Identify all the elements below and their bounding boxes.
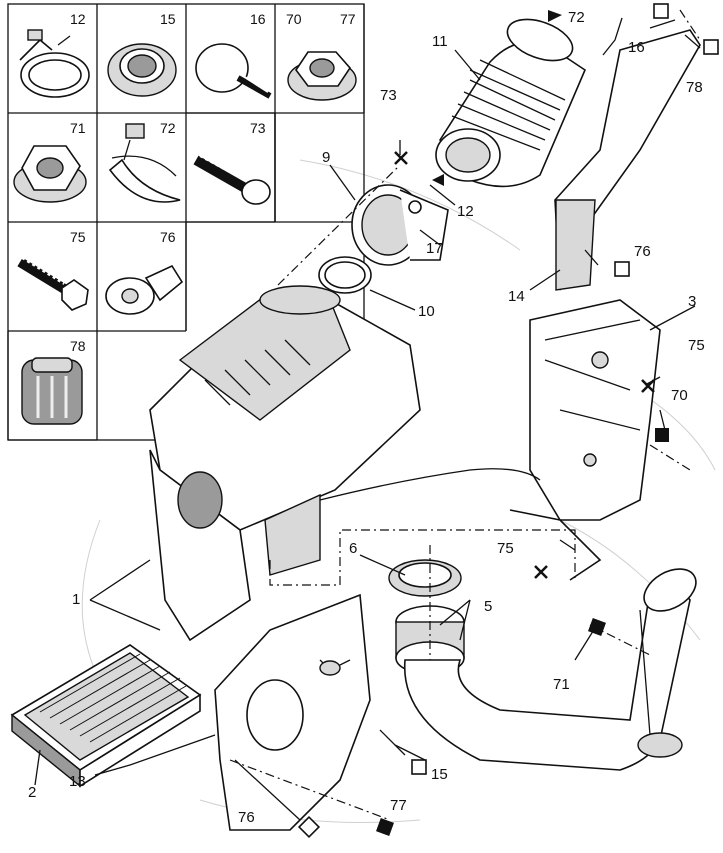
intake-bellows-hose: [435, 18, 586, 188]
legend-label-16: 16: [250, 11, 266, 27]
legend-label-70: 70: [286, 11, 302, 27]
legend-label-15: 15: [160, 11, 176, 27]
heat-shield-panel: [554, 29, 701, 291]
clamp-with-tab-icon: [108, 123, 181, 203]
legend-label-76: 76: [160, 229, 176, 245]
callout-14: 14: [508, 288, 525, 305]
callout-75-upper: 75: [688, 337, 705, 354]
callout-3: 3: [688, 293, 696, 310]
callout-12: 12: [457, 203, 474, 220]
callout-1: 1: [72, 591, 80, 608]
callout-17: 17: [426, 240, 443, 257]
callout-2: 2: [28, 784, 36, 801]
callout-73: 73: [380, 87, 397, 104]
callout-70: 70: [671, 387, 688, 404]
legend-label-71: 71: [70, 120, 86, 136]
marker-16-square: [653, 3, 669, 19]
plastic-rivet-icon: [105, 264, 184, 315]
grommet-icon: [107, 43, 177, 97]
legend-label-72: 72: [160, 120, 176, 136]
callout-72: 72: [568, 9, 585, 26]
marker-75-cross: [641, 379, 655, 393]
hex-nut-icon: [13, 145, 87, 203]
callout-78: 78: [686, 79, 703, 96]
marker-71-solid: [588, 618, 606, 636]
marker-73-cross: [394, 151, 408, 165]
callout-9: 9: [322, 149, 330, 166]
callout-75-lower: 75: [497, 540, 514, 557]
duct-gasket: [388, 559, 462, 597]
callout-6: 6: [349, 540, 357, 557]
marker-76-square: [614, 261, 630, 277]
marker-75b-cross: [534, 565, 548, 579]
callout-76-lower: 76: [238, 809, 255, 826]
flange-nut-icon: [287, 51, 357, 101]
lower-shield-plate: [214, 593, 371, 831]
air-cleaner-housing: [149, 285, 421, 642]
legend-label-12: 12: [70, 11, 86, 27]
hex-bolt-icon: [17, 257, 89, 311]
legend-label-73: 73: [250, 120, 266, 136]
legend-label-77: 77: [340, 11, 356, 27]
breather-hose: [319, 468, 541, 501]
marker-12-triangle: [432, 174, 444, 186]
plug-cap-icon: [21, 357, 83, 425]
callout-10: 10: [418, 303, 435, 320]
callout-13: 13: [69, 773, 86, 790]
marker-76-diamond: [297, 815, 321, 839]
mounting-bracket: [509, 299, 661, 581]
callout-5: 5: [484, 598, 492, 615]
marker-77-solid: [376, 818, 394, 836]
callout-16: 16: [628, 39, 645, 56]
push-rivet-icon: [195, 43, 272, 99]
legend-label-75: 75: [70, 229, 86, 245]
callout-77: 77: [390, 797, 407, 814]
marker-15-square: [411, 759, 427, 775]
marker-72-triangle: [548, 10, 562, 22]
self-tapping-screw-icon: [193, 155, 271, 205]
callout-labels: 1 2 3 5 6 9 10 11 12 13 14 15 16 17 70 7…: [28, 9, 705, 826]
leader-lines: [34, 17, 701, 821]
callout-11: 11: [432, 33, 448, 50]
callout-15: 15: [431, 766, 448, 783]
assembly-centerlines: [229, 9, 701, 821]
marker-70-solid: [655, 428, 669, 442]
marker-78-square: [703, 39, 719, 55]
air-filter-element: [10, 644, 202, 788]
callout-76-upper: 76: [634, 243, 651, 260]
air-inlet-duct: [403, 568, 697, 771]
callout-71: 71: [553, 676, 570, 693]
fastener-symbols: [297, 3, 719, 839]
legend-label-78: 78: [70, 338, 86, 354]
hose-clamp-icon: [19, 29, 90, 98]
